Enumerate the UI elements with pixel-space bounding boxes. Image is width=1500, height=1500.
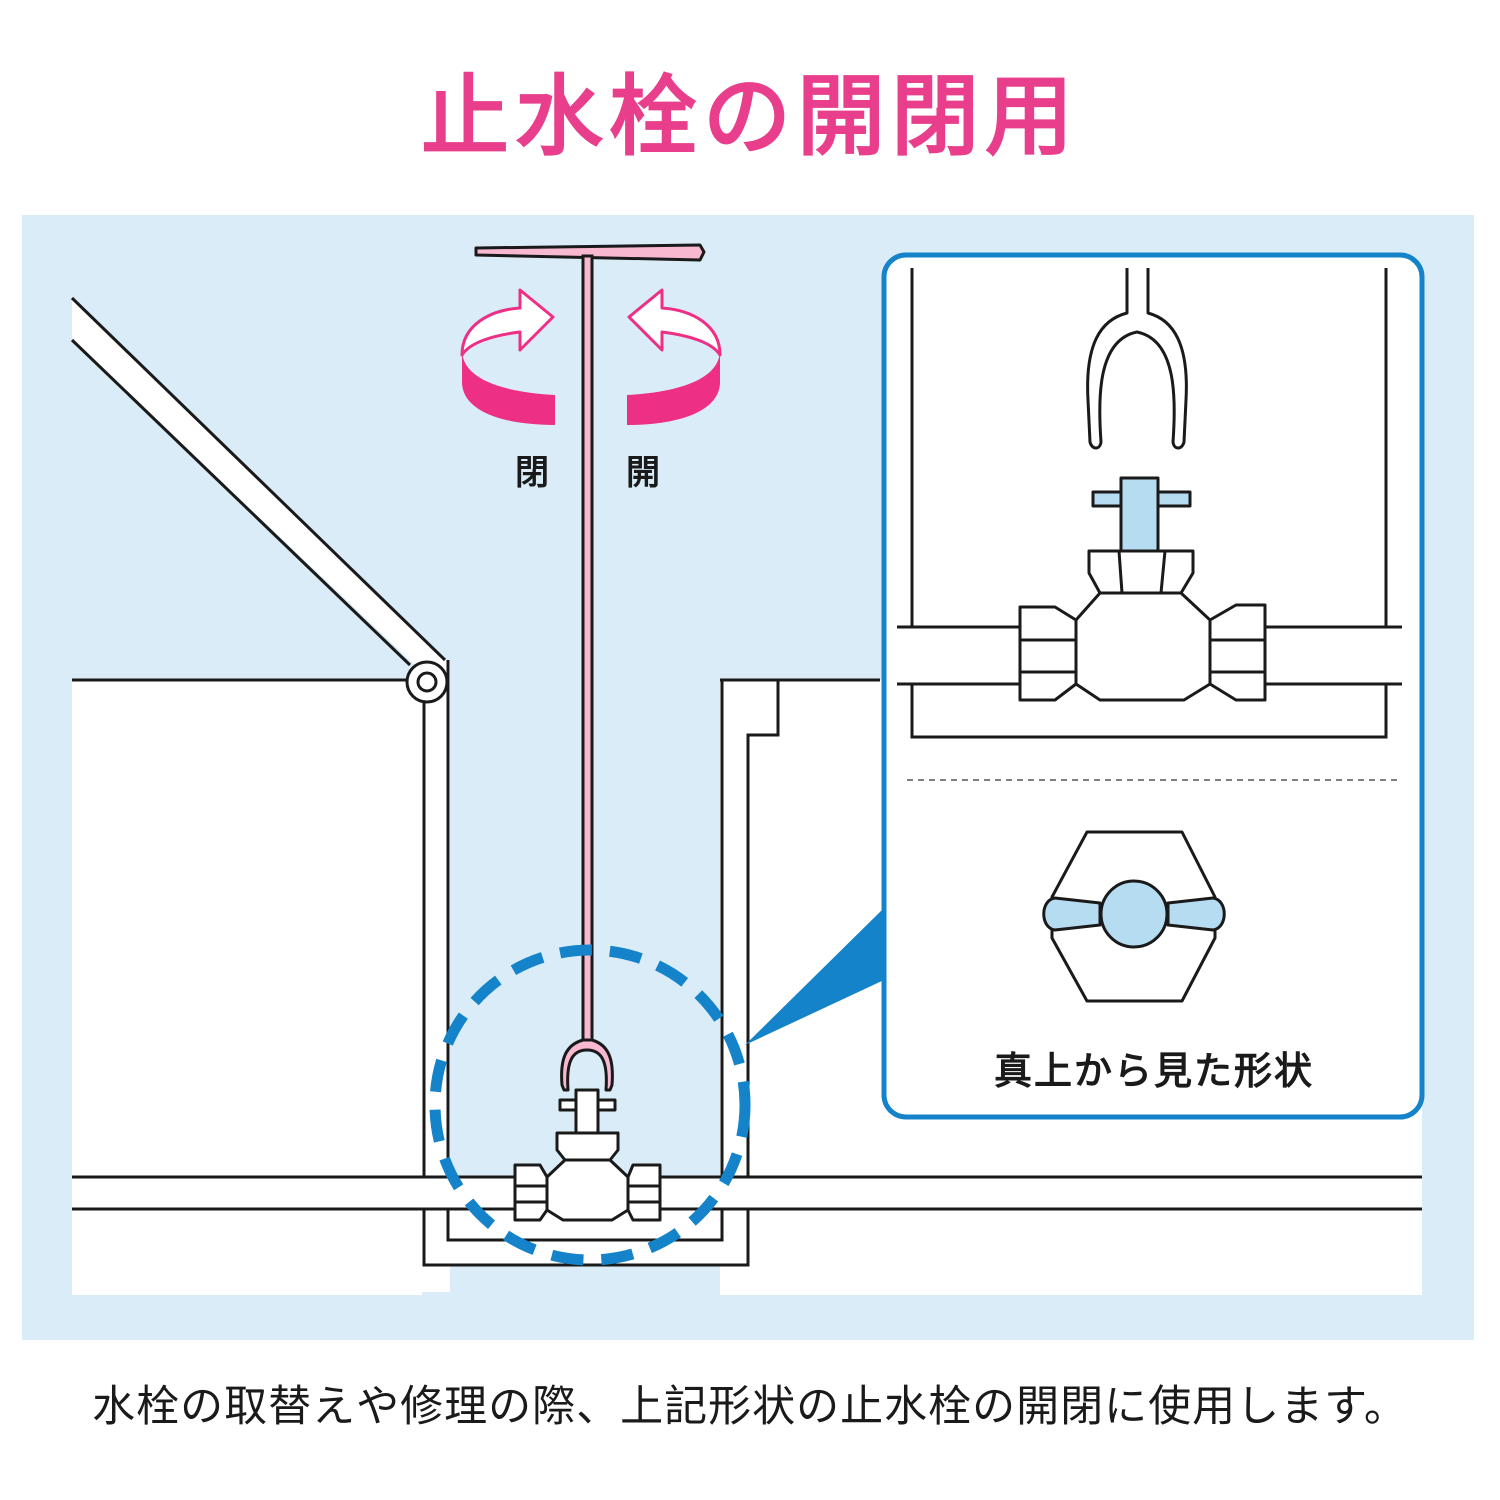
top-view-hexagon-icon xyxy=(1042,830,1226,1003)
highlight-circle xyxy=(429,944,751,1266)
callout-pointer xyxy=(745,908,884,1045)
stop-valve xyxy=(513,1088,662,1222)
rotate-close-arrow-icon xyxy=(460,288,555,425)
top-view-label: 真上から見た形状 xyxy=(993,1049,1314,1093)
inset-box xyxy=(881,252,1425,1120)
valve-key-tool xyxy=(474,243,706,1092)
description-caption: 水栓の取替えや修理の際、上記形状の止水栓の開閉に使用します。 xyxy=(92,1382,1408,1432)
pit-lid xyxy=(70,296,450,704)
page-title: 止水栓の開閉用 xyxy=(420,65,1079,168)
open-direction-label: 開 xyxy=(626,453,660,493)
water-pipe xyxy=(72,1175,1422,1211)
rotate-open-arrow-icon xyxy=(627,288,722,425)
inset-valve xyxy=(1018,476,1267,702)
close-direction-label: 閉 xyxy=(515,453,549,493)
inset-fork xyxy=(1086,268,1188,450)
